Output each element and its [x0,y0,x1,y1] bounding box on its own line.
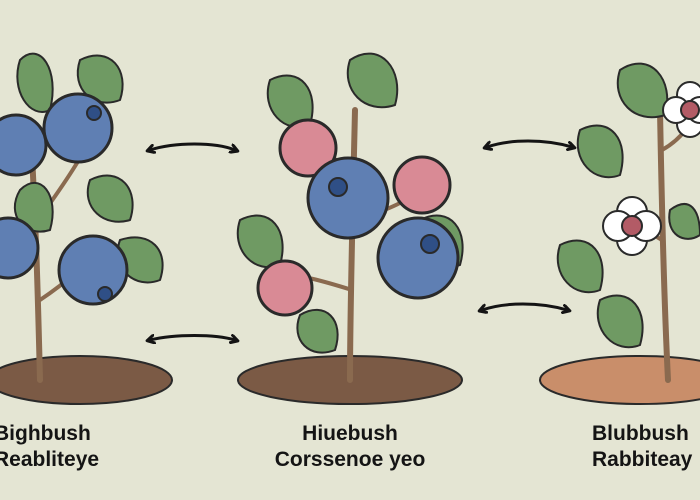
double-arrow-icon [482,302,567,310]
leaf-icon [616,62,669,119]
leaf-icon [76,54,124,104]
label-right-line1: Blubbush [592,422,689,445]
blueberry-crown-icon [420,234,440,254]
leaf-icon [346,52,399,109]
label-center: Hiuebush Corssenoe yeo [275,421,426,473]
leaf-icon [296,309,339,354]
blueberry-icon [0,113,48,177]
label-center-line2: Corssenoe yeo [274,448,426,471]
plant-right [539,62,700,405]
soil-icon [539,355,700,405]
blueberry-icon [306,156,390,240]
label-right-line2: Rabbiteay [592,448,693,471]
label-left: Bighbush Reabliteye [0,421,99,473]
blueberry-icon [376,216,460,300]
label-right: Blubbush Rabbiteay [592,421,692,473]
double-arrow-icon [487,139,572,147]
unripe-berry-icon [278,118,338,178]
label-left-line1: Bighbush [0,422,91,445]
blueberry-icon [57,234,129,306]
label-center-line1: Hiuebush [302,422,398,445]
soil-icon [0,355,173,405]
blueberry-icon [42,92,114,164]
stem [347,107,358,383]
leaf-icon [556,239,604,294]
blueberry-crown-icon [86,105,102,121]
plant-left [0,52,173,405]
double-arrow-icon [150,336,235,341]
leaf-icon [596,294,644,349]
double-arrow-icon [150,142,235,150]
blueberry-icon [0,216,40,280]
blueberry-crown-icon [328,177,348,197]
label-left-line2: Reabliteye [0,448,100,471]
leaf-icon [576,124,624,179]
leaf-icon [668,203,700,240]
blossom-icon [602,196,662,256]
leaf-icon [236,214,284,269]
leaf-icon [13,182,54,233]
unripe-berry-icon [392,155,452,215]
blossom-icon [662,81,700,138]
leaf-icon [16,52,54,113]
plant-center [236,52,464,405]
unripe-berry-icon [256,259,314,317]
arrows [150,139,572,341]
leaf-icon [86,174,134,223]
blueberry-crown-icon [97,286,113,302]
